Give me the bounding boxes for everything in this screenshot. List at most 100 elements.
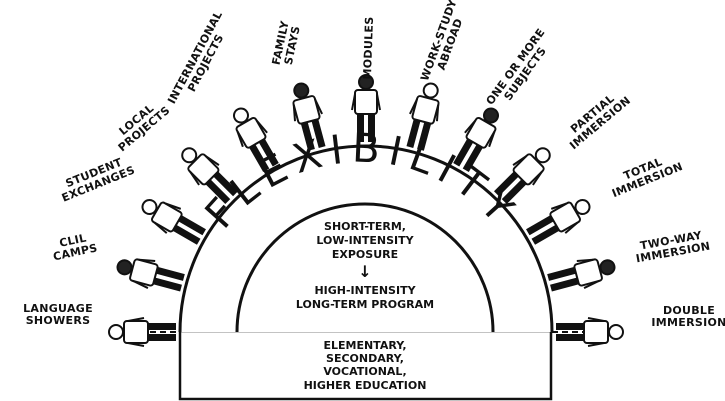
arm <box>409 98 418 115</box>
legs <box>417 120 432 151</box>
legs <box>550 276 581 292</box>
legs <box>547 266 578 281</box>
arm <box>576 258 594 263</box>
inner-arc <box>235 202 495 333</box>
torso <box>465 117 497 149</box>
legs <box>146 334 176 341</box>
torso <box>235 117 267 149</box>
legs <box>556 323 586 330</box>
arm <box>127 317 145 322</box>
figure-label: TOTALIMMERSION <box>606 149 685 200</box>
legs <box>526 214 556 236</box>
head <box>233 107 249 124</box>
legs <box>248 142 270 172</box>
arm <box>488 131 496 148</box>
legs <box>146 323 176 330</box>
head <box>599 259 616 276</box>
arm <box>138 258 156 263</box>
person-figure <box>526 199 591 245</box>
base-text: ELEMENTARY, SECONDARY, VOCATIONAL, HIGHE… <box>304 339 427 392</box>
legs <box>154 266 185 281</box>
legs <box>556 334 586 341</box>
arm <box>204 155 220 166</box>
arm <box>564 221 579 234</box>
person-figure <box>108 317 176 347</box>
arm <box>550 202 567 210</box>
person-figure <box>141 199 206 245</box>
head <box>181 147 198 164</box>
head <box>574 199 591 215</box>
base-line-4: HIGHER EDUCATION <box>304 379 427 392</box>
legs <box>357 112 364 142</box>
legs <box>368 112 375 142</box>
figure-label-line: DOUBLE <box>663 304 715 317</box>
head <box>608 324 624 340</box>
legs <box>300 120 315 151</box>
legs <box>462 142 484 172</box>
figure-label: MODULES <box>361 16 376 79</box>
head <box>483 107 499 124</box>
arm <box>435 104 440 122</box>
figure-label-line: IMMERSION <box>651 316 725 329</box>
arm <box>351 93 356 111</box>
figure-label: FAMILYSTAYS <box>270 19 304 69</box>
arm <box>587 317 605 322</box>
head <box>293 82 310 99</box>
arm <box>314 98 323 115</box>
head <box>358 74 374 90</box>
person-figure <box>116 258 185 292</box>
legs <box>204 177 231 205</box>
arm <box>292 104 297 122</box>
person-figure <box>181 147 239 205</box>
legs <box>176 214 206 236</box>
person-figure <box>453 107 499 172</box>
arm <box>132 280 149 289</box>
legs <box>493 170 521 197</box>
base-box <box>178 329 553 401</box>
legs <box>310 117 326 148</box>
figure-label-line: SHOWERS <box>26 314 91 327</box>
head <box>534 147 551 164</box>
torso <box>583 320 609 344</box>
person-figure <box>547 258 616 292</box>
arm <box>587 342 605 347</box>
arm <box>512 155 528 166</box>
legs <box>151 276 182 292</box>
figure-label-line: CLIL <box>58 231 87 249</box>
arm <box>236 131 244 148</box>
figure-label: STUDENTEXCHANGES <box>55 152 136 204</box>
person-figure <box>556 317 624 347</box>
head <box>422 82 439 99</box>
arm <box>189 170 200 186</box>
person-figure <box>493 147 551 205</box>
figure-label-line: MODULES <box>361 16 376 79</box>
base-line-2: SECONDARY, <box>326 352 404 365</box>
person-figure <box>351 74 381 142</box>
arm <box>583 280 600 289</box>
head <box>141 199 158 215</box>
inner-line-4: HIGH-INTENSITY <box>314 284 416 297</box>
figure-label: CLILCAMPS <box>49 230 98 264</box>
arm <box>255 119 268 134</box>
figure-label: WORK-STUDYABROAD <box>418 0 471 87</box>
arm <box>127 342 145 347</box>
base-line-1: ELEMENTARY, <box>323 339 406 352</box>
person-figure <box>292 82 326 151</box>
inner-line-3: EXPOSURE <box>332 248 398 261</box>
legs <box>170 223 201 245</box>
legs <box>501 177 528 205</box>
inner-line-2: LOW-INTENSITY <box>316 234 414 247</box>
arm <box>153 221 168 234</box>
torso <box>354 89 378 115</box>
arm <box>376 93 381 111</box>
figure-label-line: LANGUAGE <box>23 302 93 315</box>
legs <box>453 136 475 167</box>
arm <box>464 119 477 134</box>
person-figure <box>406 82 440 151</box>
arm <box>532 170 543 186</box>
person-figure <box>233 107 279 172</box>
down-arrow-icon: ↓ <box>358 262 371 281</box>
